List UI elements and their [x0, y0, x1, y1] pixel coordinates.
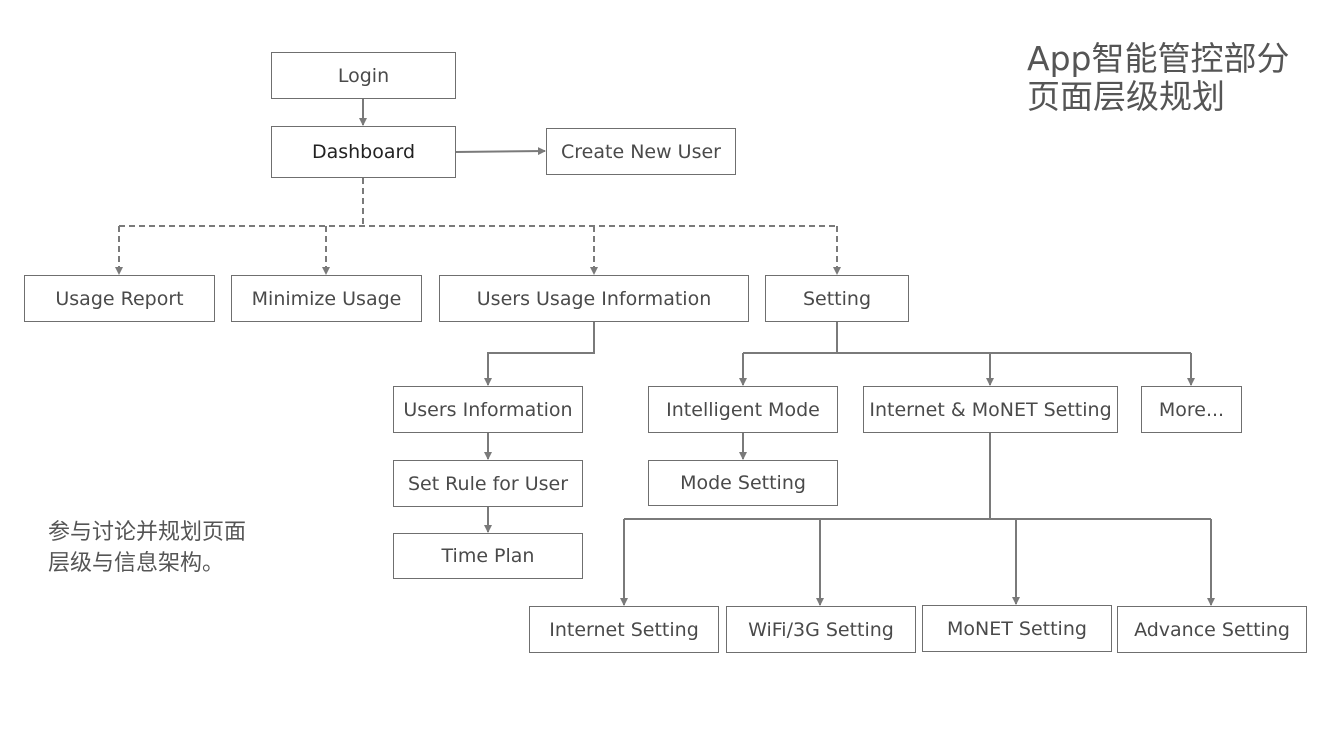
node-internet-monet-setting: Internet & MoNET Setting: [863, 386, 1118, 433]
edge-dashboard-create-user: [454, 147, 546, 156]
node-setting: Setting: [765, 275, 909, 322]
edge-usage-info-users-info: [484, 321, 595, 386]
dashed-branch-group: [115, 178, 841, 275]
title-line-1: App智能管控部分: [1027, 39, 1290, 78]
node-mode-setting: Mode Setting: [648, 460, 838, 506]
node-users-usage-information: Users Usage Information: [439, 275, 749, 322]
note-line-1: 参与讨论并规划页面: [48, 520, 247, 545]
node-intelligent-mode: Intelligent Mode: [648, 386, 838, 433]
title-line-2: 页面层级规划: [1027, 77, 1225, 116]
node-internet-setting: Internet Setting: [529, 606, 719, 653]
node-minimize-usage: Minimize Usage: [231, 275, 422, 322]
node-wifi-3g-setting: WiFi/3G Setting: [726, 606, 916, 653]
node-dashboard: Dashboard: [271, 126, 456, 178]
node-set-rule-for-user: Set Rule for User: [393, 460, 583, 507]
node-usage-report: Usage Report: [24, 275, 215, 322]
node-time-plan: Time Plan: [393, 533, 583, 579]
node-login: Login: [271, 52, 456, 99]
note-line-2: 层级与信息架构。: [48, 551, 225, 576]
node-users-information: Users Information: [393, 386, 583, 433]
node-more: More...: [1141, 386, 1242, 433]
diagram-title: App智能管控部分 页面层级规划: [1027, 40, 1289, 116]
side-note: 参与讨论并规划页面 层级与信息架构。: [48, 517, 246, 579]
node-create-new-user: Create New User: [546, 128, 736, 175]
node-advance-setting: Advance Setting: [1117, 606, 1307, 653]
node-monet-setting: MoNET Setting: [922, 605, 1112, 652]
